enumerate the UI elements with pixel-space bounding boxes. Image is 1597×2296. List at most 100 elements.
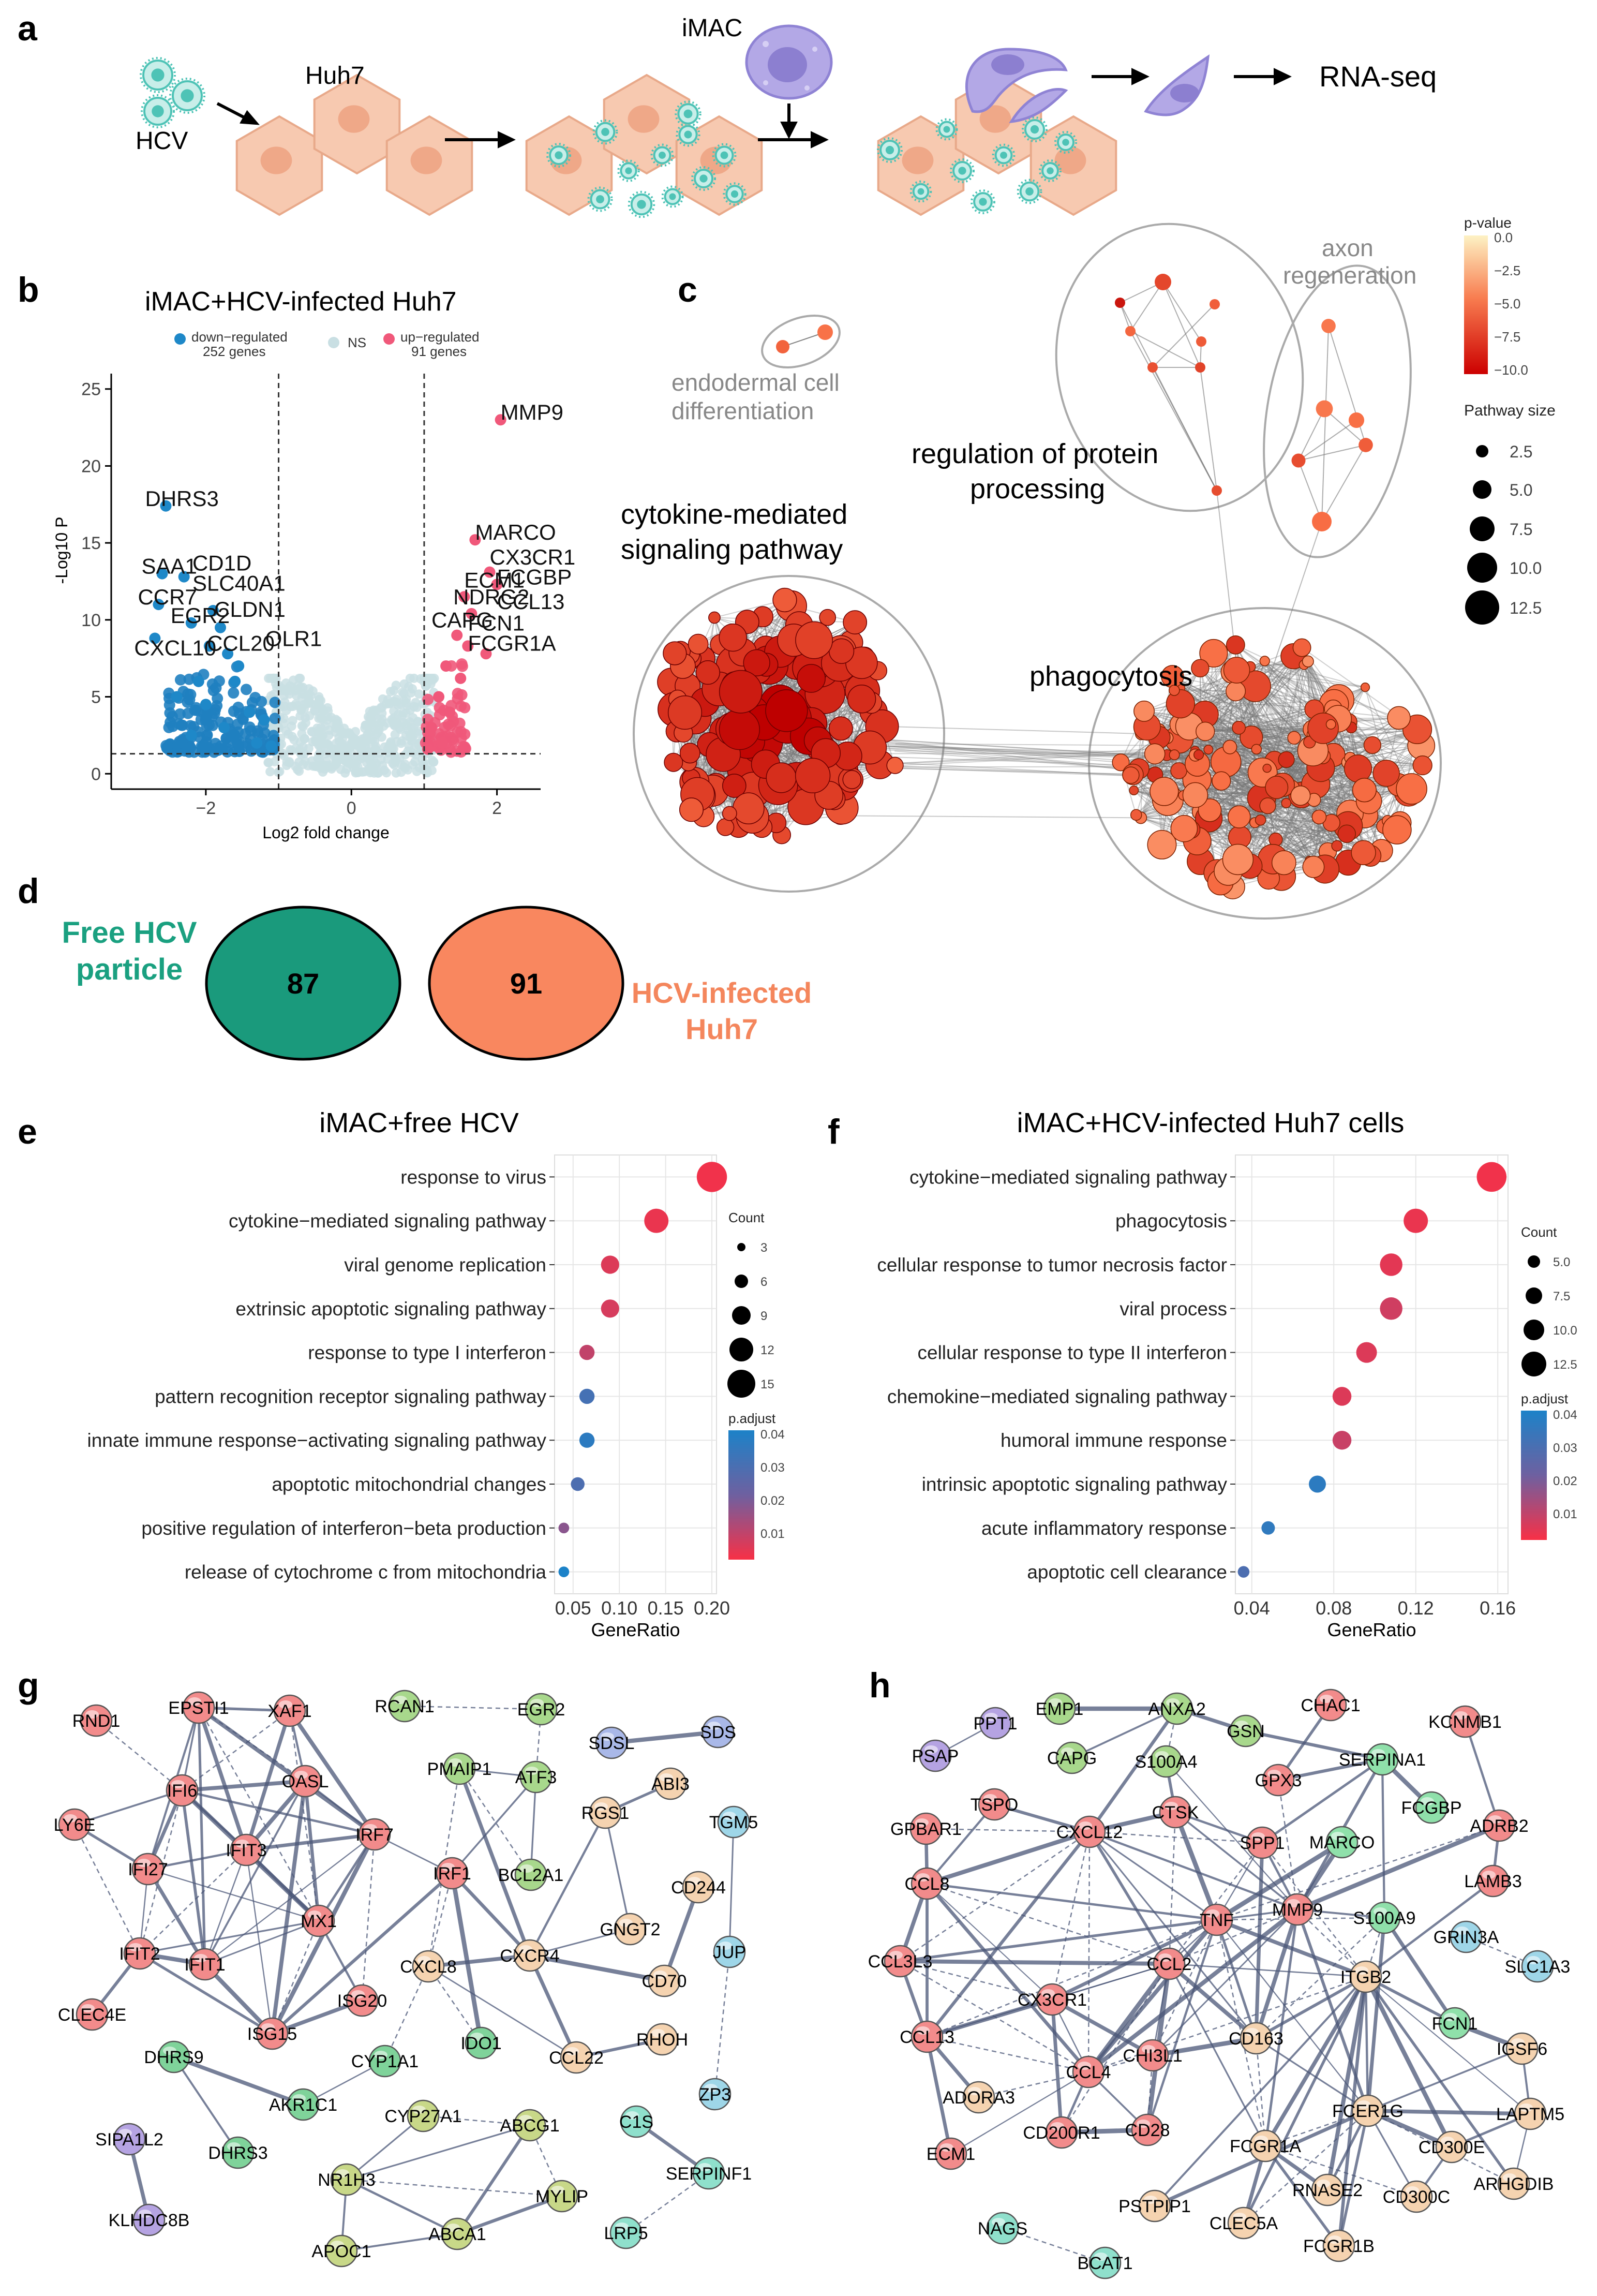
- protein-node-highlight: [118, 2129, 132, 2137]
- protein-node-highlight: [1142, 2045, 1155, 2053]
- go-term-label: viral process: [1120, 1298, 1227, 1320]
- ppi-edge: [1152, 1919, 1218, 2056]
- hcv-virion-14: [950, 158, 975, 183]
- protein-node-laptm5: LAPTM5: [1496, 2097, 1564, 2130]
- pathway-edge: [1179, 738, 1321, 768]
- down-point: [215, 621, 227, 633]
- protein-node-highlight: [1158, 1953, 1172, 1962]
- pathway-node-cytokine: [722, 774, 747, 798]
- up-point: [439, 721, 451, 733]
- ppi-edge: [529, 1953, 665, 1983]
- protein-label: IDO1: [460, 2034, 501, 2053]
- protein-label: DHRS3: [208, 2143, 267, 2163]
- protein-node-highlight: [227, 2142, 241, 2151]
- protein-node-highlight: [1267, 1770, 1281, 1778]
- protein-node-highlight: [530, 1699, 544, 1707]
- protein-label: GSN: [1227, 1722, 1265, 1741]
- pathway-edge: [1308, 799, 1315, 861]
- legend-down-label: down−regulated: [191, 329, 288, 345]
- hcv-virion-7: [628, 190, 655, 218]
- pvalue-tick-2: −5.0: [1494, 296, 1520, 312]
- ppi-edge: [1169, 1842, 1263, 1964]
- down-point: [185, 729, 197, 741]
- ns-point: [417, 754, 427, 764]
- panel-c-pathway-network: endodermal cell differentiation axon reg…: [621, 215, 1556, 920]
- ppi-edge: [1169, 1908, 1298, 1965]
- protein-label: IFIT1: [184, 1955, 225, 1975]
- hcv-virion-17-core: [1047, 167, 1054, 174]
- protein-node-highlight: [1488, 1815, 1502, 1824]
- go-term-label: cytokine−mediated signaling pathway: [909, 1166, 1227, 1188]
- padj-colorbar: [728, 1430, 754, 1560]
- ppi-edge: [978, 2071, 1089, 2098]
- ppi-edge: [1087, 1907, 1299, 2074]
- x-tick-label: 2: [492, 798, 502, 818]
- protein-node-rnase2: RNASE2: [1292, 2173, 1363, 2206]
- pathway-edge: [1221, 780, 1329, 852]
- pathway-node-protein: [1212, 485, 1222, 496]
- ns-point: [308, 737, 318, 747]
- protein-node-kcnmb1: KCNMB1: [1428, 1705, 1502, 1738]
- protein-node-cxcl8: CXCL8: [400, 1950, 457, 1983]
- protein-node-highlight: [1519, 2104, 1533, 2112]
- pathway-edge: [1324, 408, 1366, 446]
- down-point: [149, 632, 161, 644]
- ppi-edge: [173, 2056, 239, 2154]
- pathway-edge: [1274, 664, 1305, 761]
- protein-node-highlight: [519, 2115, 532, 2123]
- up-point: [462, 640, 474, 652]
- hcv-virus-1-core: [151, 68, 165, 82]
- protein-node-grin3a: GRIN3A: [1434, 1920, 1499, 1953]
- protein-label: CD163: [1229, 2029, 1283, 2049]
- protein-node-highlight: [594, 1802, 608, 1811]
- gene-label: EGR2: [171, 603, 230, 628]
- pathway-node-cytokine: [708, 611, 721, 624]
- x-tick-label: 0.08: [1316, 1597, 1352, 1619]
- ppi-edge: [927, 1882, 1217, 1921]
- down-point: [160, 500, 172, 512]
- down-point: [222, 648, 234, 660]
- cluster-label-phagocytosis: phagocytosis: [1029, 661, 1192, 692]
- ppi-edge: [1381, 1759, 1386, 1918]
- ppi-edge: [926, 1997, 1053, 2039]
- protein-label: ADORA3: [943, 2088, 1015, 2108]
- ppi-edge: [96, 1720, 183, 1791]
- pathway-node-cytokine: [842, 770, 862, 789]
- pathway-node-cytokine: [679, 743, 700, 764]
- pathway-edge: [1298, 445, 1366, 461]
- pathway-node-axon: [1291, 453, 1306, 468]
- enrichment-dot: [1261, 1521, 1275, 1535]
- ns-point: [297, 729, 307, 738]
- ns-point: [390, 730, 400, 739]
- venn-free-hcv-count: 87: [287, 967, 319, 1000]
- protein-label: FCGR1B: [1303, 2236, 1375, 2256]
- size-tick-0: 2.5: [1510, 442, 1532, 461]
- ns-point: [293, 701, 303, 710]
- pathway-edge: [1172, 676, 1287, 760]
- up-point: [452, 688, 464, 700]
- pathway-node-phagocytosis: [1226, 681, 1246, 702]
- down-point: [182, 707, 194, 719]
- down-point: [252, 728, 264, 739]
- protein-node-akr1c1: AKR1C1: [269, 2088, 337, 2121]
- protein-node-highlight: [364, 1824, 377, 1832]
- pathway-node-cytokine: [722, 806, 737, 821]
- enrichment-dot: [579, 1344, 595, 1360]
- pathway-edge: [1275, 829, 1397, 840]
- ppi-edge: [1263, 1976, 1368, 2147]
- cluster-ellipse-phagocytosis: [1088, 607, 1442, 920]
- protein-node-highlight: [1287, 1899, 1300, 1907]
- hcv-virus-3: [141, 94, 175, 128]
- ppi-edge: [625, 2172, 709, 2234]
- ns-point: [318, 714, 327, 724]
- ppi-edge: [197, 1707, 248, 1851]
- pathway-edge: [1200, 367, 1217, 491]
- protein-node-apoc1: APOC1: [311, 2234, 371, 2268]
- protein-label: CYP27A1: [384, 2107, 461, 2126]
- ppi-edge: [197, 1707, 206, 1965]
- protein-node-egr2: EGR2: [517, 1693, 565, 1726]
- panel-d-venn: 87 91 Free HCV particle HCV-infected Huh…: [62, 906, 812, 1061]
- y-tick-label: 0: [91, 764, 101, 784]
